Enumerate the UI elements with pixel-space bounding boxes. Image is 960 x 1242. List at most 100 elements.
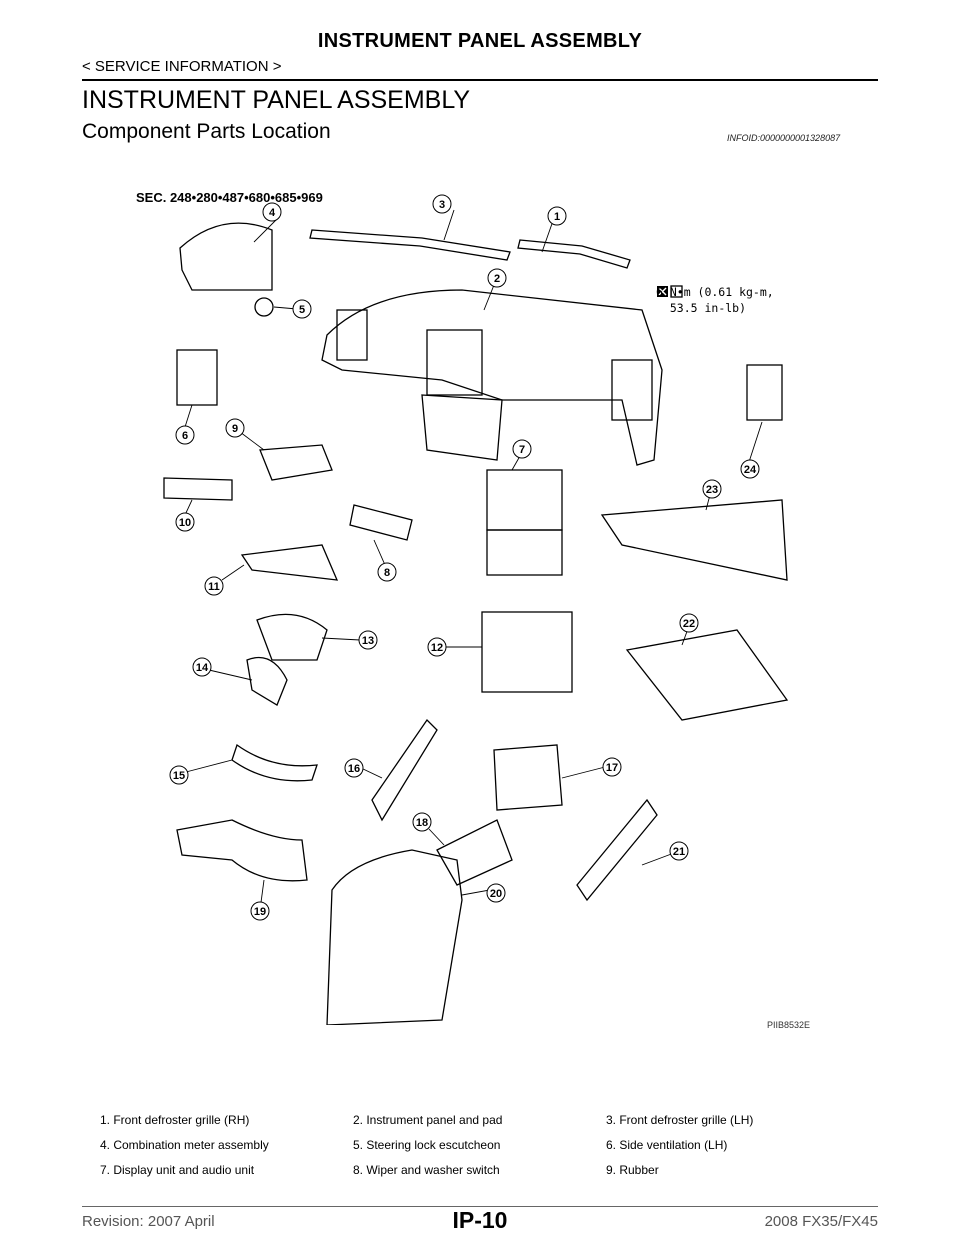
svg-text:9: 9 bbox=[232, 423, 238, 435]
svg-text:21: 21 bbox=[673, 846, 685, 858]
instrument-lower-panel-lh-shape bbox=[231, 743, 318, 782]
legend-item: 9. Rubber bbox=[606, 1162, 659, 1177]
parts-legend: 1. Front defroster grille (RH) 2. Instru… bbox=[100, 1107, 860, 1182]
svg-text:2: 2 bbox=[494, 273, 500, 285]
callout-15: 15 bbox=[169, 765, 189, 785]
display-unit-shape bbox=[486, 469, 563, 531]
callout-3: 3 bbox=[432, 194, 452, 214]
tray-shape bbox=[625, 629, 789, 721]
callout-12: 12 bbox=[427, 637, 447, 657]
svg-text:18: 18 bbox=[416, 817, 428, 829]
side-ventilation-rh-shape bbox=[746, 364, 783, 421]
cluster-lid-shape bbox=[481, 611, 573, 693]
callout-13: 13 bbox=[358, 630, 378, 650]
instrument-panel-shape bbox=[321, 289, 663, 466]
callout-1: 1 bbox=[547, 206, 567, 226]
svg-text:13: 13 bbox=[362, 635, 374, 647]
legend-item: 4. Combination meter assembly bbox=[100, 1137, 269, 1152]
finisher-16-shape bbox=[371, 718, 438, 822]
instrument-lower-cover-shape bbox=[176, 819, 308, 882]
svg-text:8: 8 bbox=[384, 567, 390, 579]
defroster-grille-lh-shape bbox=[309, 229, 511, 261]
bracket-shape bbox=[240, 544, 339, 581]
wiper-washer-switch-shape bbox=[349, 504, 413, 541]
component-diagram: 1 2 3 4 5 6 7 8 9 10 11 12 13 14 15 16 1… bbox=[163, 194, 789, 1025]
section-title: INSTRUMENT PANEL ASSEMBLY bbox=[82, 86, 471, 114]
callout-22: 22 bbox=[679, 613, 699, 633]
subsection-title: Component Parts Location bbox=[82, 120, 331, 143]
svg-text:22: 22 bbox=[683, 618, 695, 630]
finisher-17-shape bbox=[493, 744, 563, 811]
callout-4: 4 bbox=[262, 202, 282, 222]
svg-text:5: 5 bbox=[299, 304, 305, 316]
glove-box-shape bbox=[600, 499, 788, 581]
torque-icon bbox=[657, 285, 683, 298]
side-ventilation-lh-shape bbox=[176, 349, 218, 406]
figure-id: PIIB8532E bbox=[767, 1020, 811, 1030]
footer-model: 2008 FX35/FX45 bbox=[764, 1213, 878, 1230]
svg-text:7: 7 bbox=[519, 444, 525, 456]
callout-11: 11 bbox=[204, 576, 224, 596]
steering-column-cover-upper-shape bbox=[256, 613, 328, 661]
legend-item: 5. Steering lock escutcheon bbox=[353, 1137, 501, 1152]
svg-text:15: 15 bbox=[173, 770, 185, 782]
rubber-shape bbox=[259, 444, 333, 481]
legend-row: 4. Combination meter assembly 5. Steerin… bbox=[100, 1132, 860, 1157]
legend-item: 8. Wiper and washer switch bbox=[353, 1162, 500, 1177]
svg-text:1: 1 bbox=[554, 211, 560, 223]
svg-text:3: 3 bbox=[439, 199, 445, 211]
legend-row: 1. Front defroster grille (RH) 2. Instru… bbox=[100, 1107, 860, 1132]
legend-row: 7. Display unit and audio unit 8. Wiper … bbox=[100, 1157, 860, 1182]
svg-text:4: 4 bbox=[269, 207, 276, 219]
callout-14: 14 bbox=[192, 657, 212, 677]
finisher-21-shape bbox=[576, 798, 658, 902]
svg-text:19: 19 bbox=[254, 906, 266, 918]
header-rule bbox=[82, 79, 878, 81]
steering-lock-escutcheon-shape bbox=[254, 297, 274, 317]
callout-19: 19 bbox=[250, 901, 270, 921]
callout-21: 21 bbox=[669, 841, 689, 861]
legend-item: 2. Instrument panel and pad bbox=[353, 1112, 503, 1127]
legend-item: 7. Display unit and audio unit bbox=[100, 1162, 255, 1177]
svg-text:11: 11 bbox=[208, 581, 220, 593]
legend-item: 6. Side ventilation (LH) bbox=[606, 1137, 728, 1152]
torque-spec: 6 N•m (0.61 kg-m, 53.5 in-lb) bbox=[656, 285, 774, 315]
callout-7: 7 bbox=[512, 439, 532, 459]
svg-text:20: 20 bbox=[490, 888, 502, 900]
combination-switch-shape bbox=[163, 477, 233, 501]
callout-5: 5 bbox=[292, 299, 312, 319]
center-console-shape bbox=[326, 849, 463, 1025]
breadcrumb: < SERVICE INFORMATION > bbox=[82, 58, 282, 75]
callout-9: 9 bbox=[225, 418, 245, 438]
steering-column-cover-lower-shape bbox=[246, 656, 288, 706]
svg-text:14: 14 bbox=[196, 662, 209, 674]
callout-17: 17 bbox=[602, 757, 622, 777]
svg-text:16: 16 bbox=[348, 763, 360, 775]
info-id: INFOID:0000000001328087 bbox=[727, 133, 841, 143]
legend-item: 1. Front defroster grille (RH) bbox=[100, 1112, 250, 1127]
callout-10: 10 bbox=[175, 512, 195, 532]
callout-6: 6 bbox=[175, 425, 195, 445]
combination-meter-shape bbox=[179, 222, 273, 291]
svg-text:10: 10 bbox=[179, 517, 191, 529]
svg-text:17: 17 bbox=[606, 762, 618, 774]
callout-2: 2 bbox=[487, 268, 507, 288]
finisher-18-shape bbox=[436, 819, 513, 886]
legend-item: 3. Front defroster grille (LH) bbox=[606, 1112, 754, 1127]
callout-18: 18 bbox=[412, 812, 432, 832]
footer-page-number: IP-10 bbox=[452, 1207, 508, 1233]
footer-rule bbox=[82, 1206, 878, 1207]
svg-text:24: 24 bbox=[744, 464, 757, 476]
callout-16: 16 bbox=[344, 758, 364, 778]
callout-23: 23 bbox=[702, 479, 722, 499]
svg-text:23: 23 bbox=[706, 484, 718, 496]
callout-24: 24 bbox=[740, 459, 760, 479]
callout-8: 8 bbox=[377, 562, 397, 582]
callout-20: 20 bbox=[486, 883, 506, 903]
footer-revision: Revision: 2007 April bbox=[82, 1213, 215, 1230]
page-header-title: INSTRUMENT PANEL ASSEMBLY bbox=[317, 30, 643, 52]
section-code: SEC. 248•280•487•680•685•969 bbox=[136, 190, 323, 205]
svg-text:6: 6 bbox=[182, 430, 188, 442]
defroster-grille-rh-shape bbox=[517, 239, 631, 269]
svg-text:12: 12 bbox=[431, 642, 443, 654]
